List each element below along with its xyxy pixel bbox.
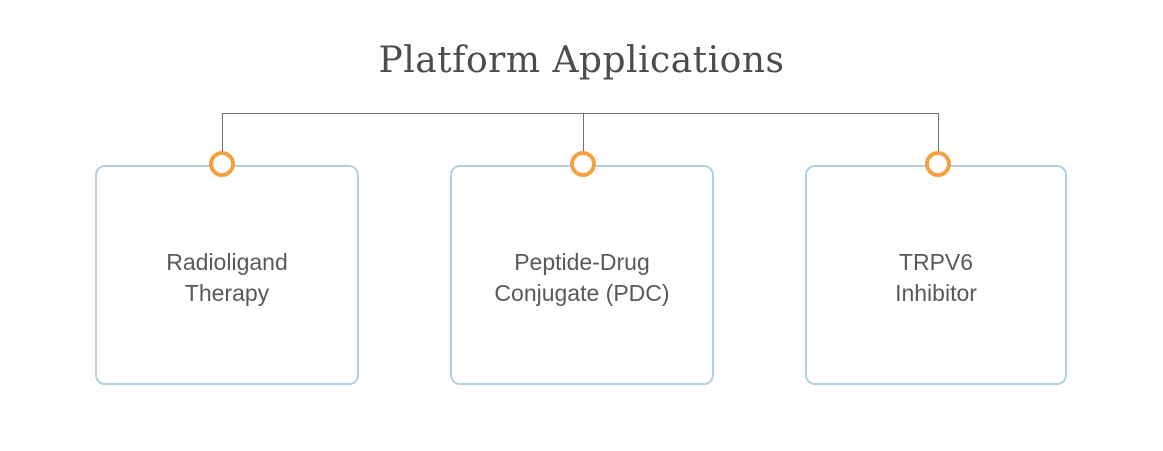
card-peptide-drug-conjugate: Peptide-Drug Conjugate (PDC) (450, 165, 714, 385)
card-label-line-1: Radioligand (166, 249, 288, 275)
card-label: Peptide-Drug Conjugate (PDC) (494, 241, 669, 309)
connector-drop-line-left (222, 113, 223, 152)
card-label: TRPV6 Inhibitor (895, 241, 977, 309)
connector-drop-line-center (583, 113, 584, 152)
card-radioligand-therapy: Radioligand Therapy (95, 165, 359, 385)
card-label-line-1: TRPV6 (898, 249, 974, 275)
node-circle-icon-right (925, 151, 951, 177)
connector-horizontal-rail (222, 113, 939, 114)
node-circle-icon-left (209, 151, 235, 177)
connector-drop-line-right (938, 113, 939, 152)
card-label: Radioligand Therapy (166, 241, 287, 309)
card-label-line-2: Inhibitor (895, 280, 977, 306)
card-label-line-1: Peptide-Drug (514, 249, 650, 275)
card-trpv6-inhibitor: TRPV6 Inhibitor (805, 165, 1067, 385)
diagram-title: Platform Applications (378, 40, 785, 81)
card-label-line-2: Conjugate (PDC) (494, 280, 670, 306)
card-label-line-2: Therapy (184, 280, 270, 306)
node-circle-icon-center (570, 151, 596, 177)
